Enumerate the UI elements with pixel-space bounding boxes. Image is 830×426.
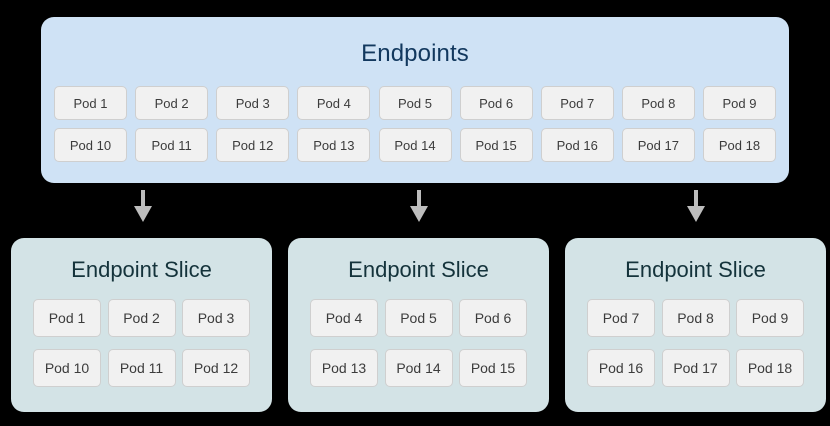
endpoint-slice-panel-3: Endpoint Slice Pod 7 Pod 8 Pod 9 Pod 16 … bbox=[565, 238, 826, 412]
pod-chip: Pod 12 bbox=[182, 349, 250, 387]
pod-chip: Pod 4 bbox=[310, 299, 378, 337]
endpoint-slice-panel-2: Endpoint Slice Pod 4 Pod 5 Pod 6 Pod 13 … bbox=[288, 238, 549, 412]
pod-chip: Pod 10 bbox=[54, 128, 127, 162]
endpoints-pod-row: Pod 1 Pod 2 Pod 3 Pod 4 Pod 5 Pod 6 Pod … bbox=[54, 86, 776, 120]
endpoints-pod-grid: Pod 1 Pod 2 Pod 3 Pod 4 Pod 5 Pod 6 Pod … bbox=[54, 86, 776, 162]
pod-chip: Pod 3 bbox=[216, 86, 290, 120]
endpoint-slice-pod-row: Pod 10 Pod 11 Pod 12 bbox=[33, 349, 250, 387]
arrow-down-icon-3 bbox=[683, 190, 709, 222]
endpoint-slice-panel-1: Endpoint Slice Pod 1 Pod 2 Pod 3 Pod 10 … bbox=[11, 238, 272, 412]
arrow-down-icon-1 bbox=[130, 190, 156, 222]
pod-chip: Pod 16 bbox=[540, 128, 614, 162]
endpoint-slice-pod-row: Pod 1 Pod 2 Pod 3 bbox=[33, 299, 250, 337]
pod-chip: Pod 12 bbox=[216, 128, 290, 162]
pod-chip: Pod 16 bbox=[587, 349, 655, 387]
pod-chip: Pod 11 bbox=[135, 128, 209, 162]
endpoint-slice-title: Endpoint Slice bbox=[348, 257, 489, 282]
endpoint-slice-pod-row: Pod 7 Pod 8 Pod 9 bbox=[587, 299, 804, 337]
pod-chip: Pod 17 bbox=[621, 128, 695, 162]
pod-chip: Pod 2 bbox=[135, 86, 209, 120]
pod-chip: Pod 15 bbox=[459, 128, 533, 162]
pod-chip: Pod 15 bbox=[459, 349, 527, 387]
endpoints-panel: Endpoints Pod 1 Pod 2 Pod 3 Pod 4 Pod 5 … bbox=[41, 17, 789, 183]
pod-chip: Pod 18 bbox=[736, 349, 804, 387]
pod-chip: Pod 1 bbox=[54, 86, 127, 120]
pod-chip: Pod 18 bbox=[703, 128, 776, 162]
arrow-down-icon-2 bbox=[406, 190, 432, 222]
pod-chip: Pod 10 bbox=[33, 349, 101, 387]
endpoint-slice-pod-row: Pod 13 Pod 14 Pod 15 bbox=[310, 349, 527, 387]
pod-chip: Pod 8 bbox=[661, 299, 730, 337]
pod-chip: Pod 5 bbox=[378, 86, 452, 120]
endpoint-slice-pod-grid: Pod 7 Pod 8 Pod 9 Pod 16 Pod 17 Pod 18 bbox=[587, 299, 804, 387]
pod-chip: Pod 8 bbox=[621, 86, 695, 120]
pod-chip: Pod 1 bbox=[33, 299, 101, 337]
pod-chip: Pod 9 bbox=[736, 299, 804, 337]
pod-chip: Pod 5 bbox=[384, 299, 453, 337]
pod-chip: Pod 7 bbox=[587, 299, 655, 337]
endpoints-pod-row: Pod 10 Pod 11 Pod 12 Pod 13 Pod 14 Pod 1… bbox=[54, 128, 776, 162]
endpoint-slice-title: Endpoint Slice bbox=[625, 257, 766, 282]
endpoint-slice-pod-grid: Pod 4 Pod 5 Pod 6 Pod 13 Pod 14 Pod 15 bbox=[310, 299, 527, 387]
pod-chip: Pod 7 bbox=[540, 86, 614, 120]
endpoint-slice-pod-grid: Pod 1 Pod 2 Pod 3 Pod 10 Pod 11 Pod 12 bbox=[33, 299, 250, 387]
endpoint-slice-pod-row: Pod 4 Pod 5 Pod 6 bbox=[310, 299, 527, 337]
pod-chip: Pod 3 bbox=[182, 299, 250, 337]
pod-chip: Pod 4 bbox=[297, 86, 371, 120]
endpoints-title: Endpoints bbox=[361, 40, 469, 67]
pod-chip: Pod 14 bbox=[384, 349, 453, 387]
pod-chip: Pod 2 bbox=[107, 299, 176, 337]
pod-chip: Pod 9 bbox=[703, 86, 776, 120]
pod-chip: Pod 11 bbox=[107, 349, 176, 387]
pod-chip: Pod 17 bbox=[661, 349, 730, 387]
pod-chip: Pod 13 bbox=[310, 349, 378, 387]
endpoint-slice-pod-row: Pod 16 Pod 17 Pod 18 bbox=[587, 349, 804, 387]
pod-chip: Pod 14 bbox=[378, 128, 452, 162]
pod-chip: Pod 13 bbox=[297, 128, 371, 162]
endpoint-slice-title: Endpoint Slice bbox=[71, 257, 212, 282]
pod-chip: Pod 6 bbox=[459, 299, 527, 337]
pod-chip: Pod 6 bbox=[459, 86, 533, 120]
